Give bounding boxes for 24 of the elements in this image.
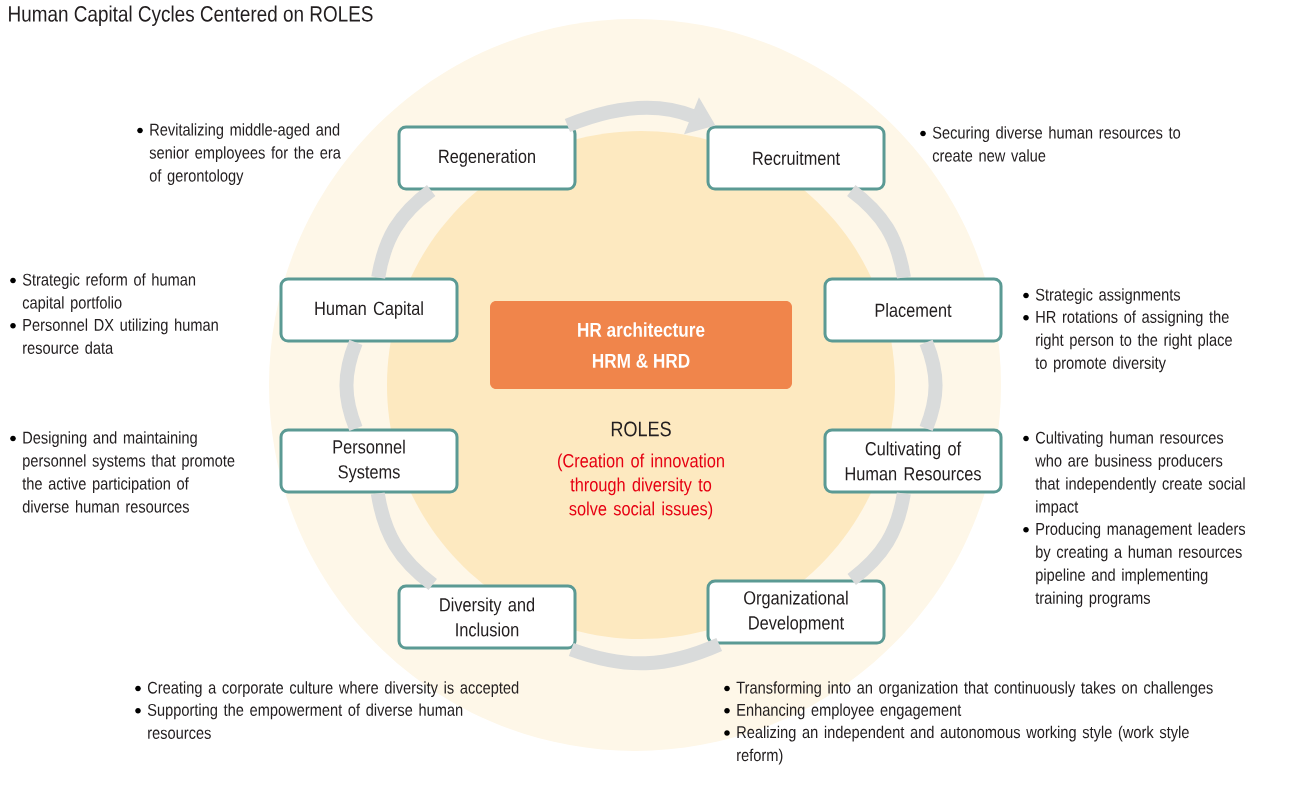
title: Human Capital Cycles Centered on ROLES: [9, 5, 373, 27]
process-box: Human Capital: [279, 277, 459, 343]
bullet-text: Securing diverse human resources to create new value: [920, 126, 1181, 162]
process-box: Organizational Development: [706, 579, 886, 645]
process-box: Placement: [823, 277, 1003, 343]
bullet-text: HR rotations of assigning the right person to the right place to promote diversity: [1023, 310, 1232, 373]
bullet-text: Strategic reform of human capital portfolio: [10, 273, 196, 313]
bullet-text: Enhancing employee engagement: [724, 703, 962, 720]
process-box: Diversity and Inclusion: [397, 584, 577, 650]
bullet-text: Strategic assignments: [1023, 288, 1181, 305]
bullet-text: Creating a corporate culture where diversity is accepted: [135, 681, 519, 698]
bullet-text: Cultivating human resources who are business producers that independently create social impact: [1023, 431, 1245, 517]
bullet-text: Transforming into an organization that continuously takes on challenges: [724, 681, 1213, 698]
process-box: Personnel Systems: [279, 428, 459, 494]
process-box: Regeneration: [397, 125, 577, 191]
bullet-text: Supporting the empowerment of diverse human resources: [135, 703, 463, 739]
bullet-text: Designing and maintaining personnel systems that promote the active participation of diverse human resources: [10, 431, 235, 513]
bullet-text: Revitalizing middle-aged and senior employees for the era of gerontology: [137, 123, 341, 186]
center-box: HR architecture HRM & HRD: [490, 301, 792, 389]
process-box: Cultivating of Human Resources: [823, 428, 1003, 494]
bullet-text: Personnel DX utilizing human resource data: [10, 318, 218, 354]
bullet-text: Realizing an independent and autonomous working style (work style reform): [724, 725, 1189, 765]
process-box: Recruitment: [706, 125, 886, 191]
bullet-text: Producing management leaders by creating a human resources pipeline and implementing training programs: [1023, 522, 1246, 608]
